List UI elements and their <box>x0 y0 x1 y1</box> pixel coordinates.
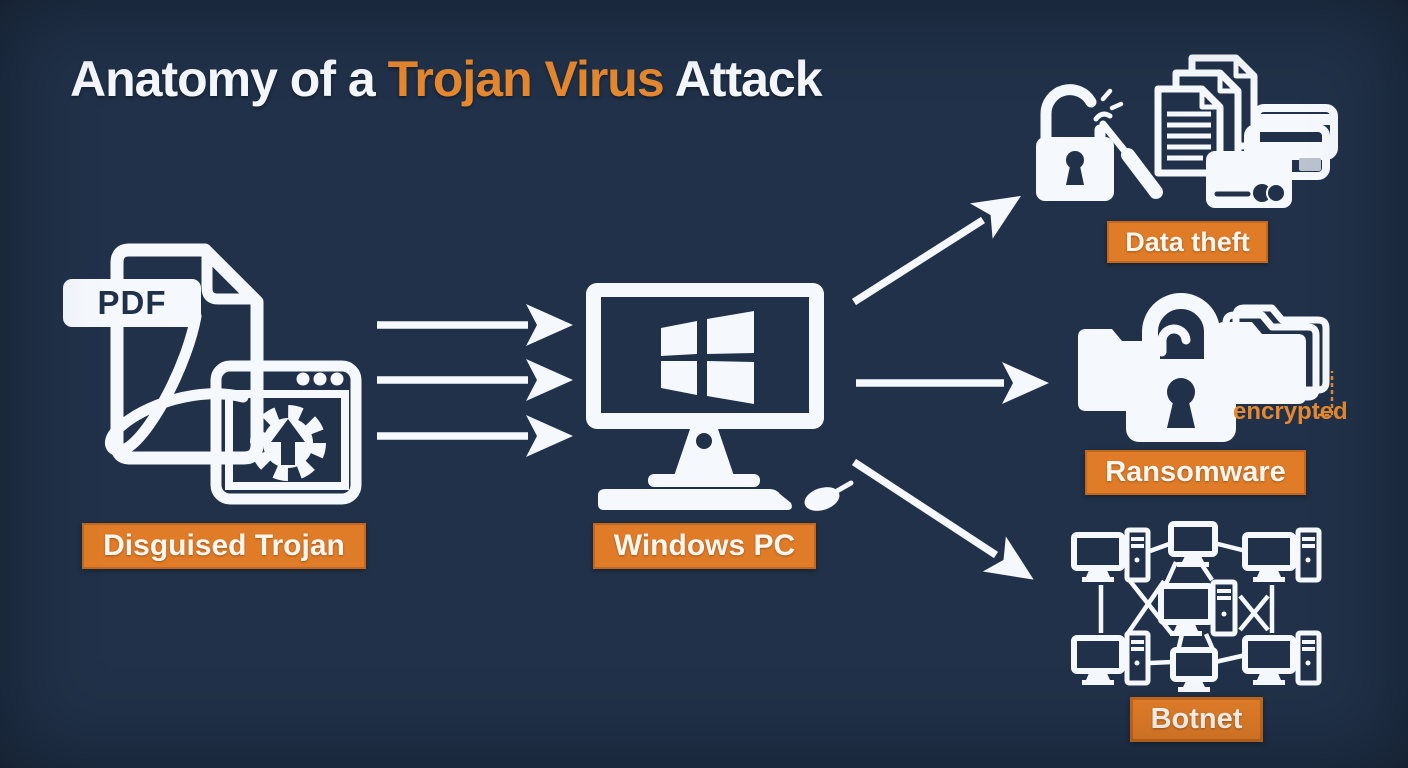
acrobat-swirl-icon <box>105 310 249 456</box>
network-monitor <box>1168 521 1218 567</box>
network-pc <box>1071 630 1151 686</box>
gear-icon <box>250 405 326 481</box>
desktop-computer-icon <box>586 283 854 511</box>
documents-icon <box>1154 54 1258 177</box>
installer-window-icon <box>210 360 362 505</box>
encrypted-annotation: encrypted <box>1233 398 1348 425</box>
credit-cards-icon <box>1206 104 1338 208</box>
folder-icon <box>1078 329 1160 411</box>
label-disguised-trojan: Disguised Trojan <box>82 523 366 569</box>
picked-padlock-icon <box>1036 84 1163 201</box>
network-pc <box>1071 527 1151 583</box>
title-prefix: Anatomy of a <box>70 51 388 107</box>
network-links <box>1098 540 1275 666</box>
computer-network-icon <box>1071 521 1322 692</box>
label-data-theft: Data theft <box>1107 221 1268 263</box>
keyboard-icon <box>598 489 792 510</box>
network-pc <box>1242 630 1322 686</box>
folder-stack-icon <box>1216 304 1330 404</box>
label-botnet: Botnet <box>1130 697 1263 742</box>
pdf-badge: PDF <box>63 279 201 327</box>
label-windows-pc: Windows PC <box>593 523 816 569</box>
network-pc <box>1242 527 1322 583</box>
windows-logo-icon <box>661 311 754 404</box>
network-monitor <box>1170 647 1218 692</box>
padlock-icon <box>1126 293 1236 442</box>
title-highlight: Trojan Virus <box>387 51 665 107</box>
page-title: Anatomy of a Trojan Virus Attack <box>70 50 823 108</box>
mouse-icon <box>804 480 854 511</box>
label-ransomware: Ransomware <box>1085 450 1306 495</box>
infection-arrows-icon <box>377 304 573 457</box>
fanout-arrows-icon <box>851 195 1049 580</box>
network-pc-central <box>1158 579 1238 637</box>
title-suffix: Attack <box>663 51 823 107</box>
lockpick-icon <box>1093 111 1163 199</box>
